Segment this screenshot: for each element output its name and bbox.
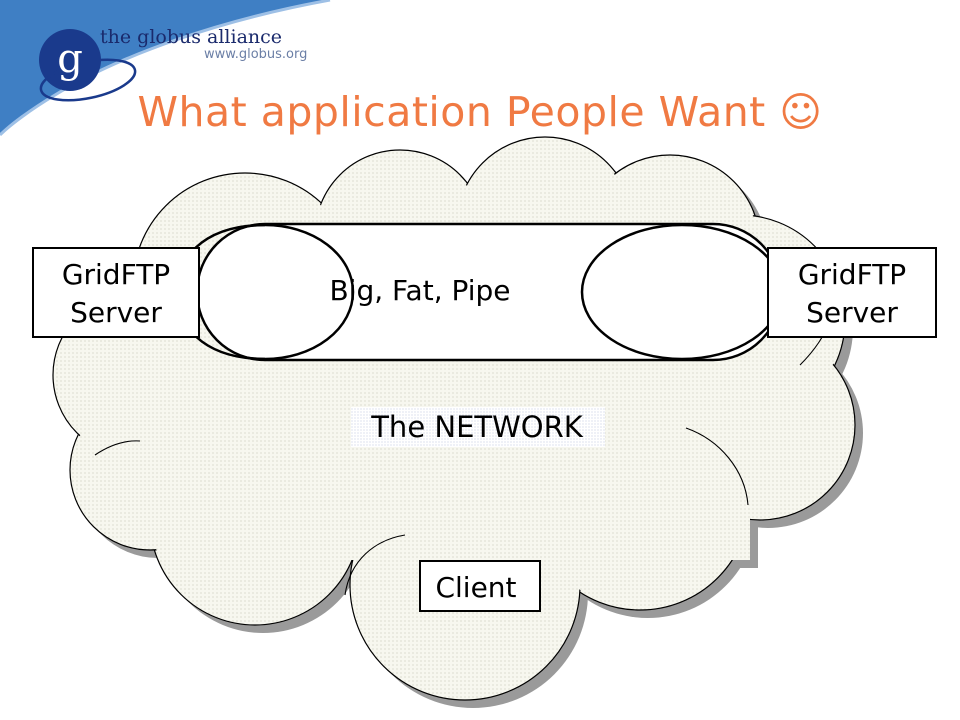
client-label: Client — [435, 571, 516, 604]
globus-logo-icon: g — [39, 29, 137, 102]
logo-url: www.globus.org — [204, 47, 308, 62]
right-server-line2: Server — [806, 296, 898, 329]
pipe-label: Big, Fat, Pipe — [329, 274, 510, 307]
network-label: The NETWORK — [370, 410, 584, 444]
left-server-line1: GridFTP — [62, 258, 170, 291]
right-gridftp-server: GridFTP Server — [767, 247, 937, 338]
logo-text: the globus alliance — [100, 26, 283, 48]
slide-title: What application People Want ☺ — [137, 88, 823, 136]
network-label-box — [351, 407, 605, 447]
client-node: Client — [419, 560, 541, 612]
pipe-right-end — [580, 223, 784, 361]
left-server-line2: Server — [70, 296, 162, 329]
right-server-line1: GridFTP — [798, 258, 906, 291]
left-gridftp-server: GridFTP Server — [32, 247, 200, 338]
logo-letter: g — [57, 36, 83, 82]
